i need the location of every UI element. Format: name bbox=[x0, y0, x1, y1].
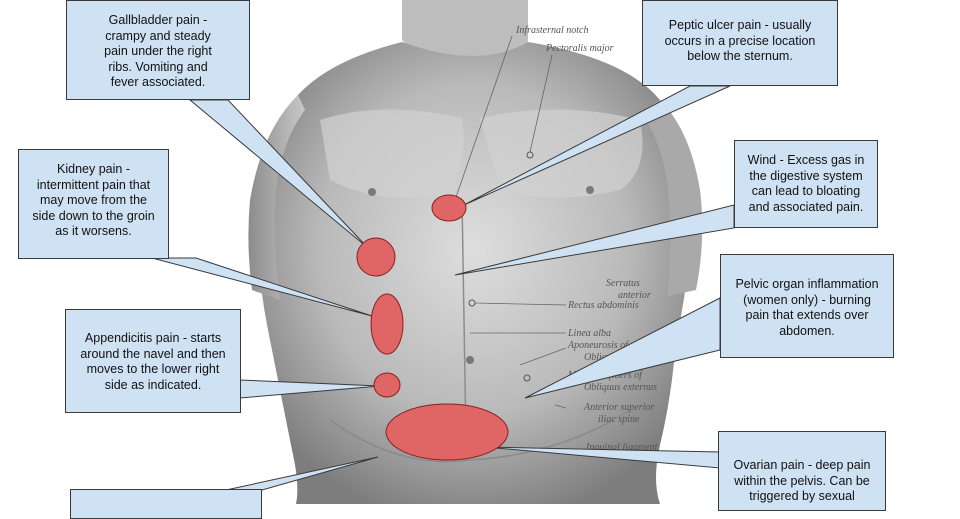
marker-ovarian-pelvic bbox=[385, 403, 509, 461]
leader-aponeurosis bbox=[519, 347, 567, 366]
label-serratus-2: anterior bbox=[618, 290, 651, 301]
label-aponeurosis-2: Obliquus bbox=[584, 352, 621, 363]
callout-wind: Wind - Excess gas in the digestive syste… bbox=[734, 140, 878, 228]
pointer-gallbladder bbox=[188, 99, 369, 249]
label-aponeurosis-1: Aponeurosis of bbox=[567, 340, 629, 351]
nipple-left bbox=[368, 188, 376, 196]
pectoral-shading bbox=[320, 109, 464, 198]
linea-alba-line bbox=[461, 199, 467, 441]
label-inguinal: Inguinal ligament bbox=[585, 442, 658, 453]
callout-ovarian: Ovarian pain - deep pain within the pelv… bbox=[718, 431, 886, 511]
callout-appendicitis: Appendicitis pain - starts around the na… bbox=[65, 309, 241, 413]
label-fibers-2: Obliquus externus bbox=[584, 382, 657, 393]
callout-kidney: Kidney pain - intermittent pain that may… bbox=[18, 149, 169, 259]
label-infrasternal-notch: Infrasternal notch bbox=[515, 25, 589, 36]
label-serratus-1: Serratus bbox=[606, 278, 640, 289]
callout-peptic-ulcer: Peptic ulcer pain - usually occurs in a … bbox=[642, 0, 838, 86]
leader-pectoralis bbox=[529, 54, 553, 153]
marker-kidney bbox=[370, 293, 404, 355]
label-rectus-abdominis: Rectus abdominis bbox=[567, 300, 639, 311]
nipple-right bbox=[586, 186, 594, 194]
label-iliac-1: Anterior superior bbox=[583, 402, 654, 413]
label-iliac-2: iliac spine bbox=[598, 414, 640, 425]
leader-iliac bbox=[554, 404, 567, 409]
marker-peptic-ulcer bbox=[431, 194, 467, 222]
pointer-peptic bbox=[463, 85, 731, 206]
pectoralis-point bbox=[526, 151, 534, 159]
pointer-kidney bbox=[151, 257, 373, 317]
left-arm bbox=[248, 95, 305, 300]
navel bbox=[466, 356, 474, 364]
marker-gallbladder bbox=[356, 237, 396, 277]
right-arm bbox=[640, 100, 703, 296]
label-linea-alba: Linea alba bbox=[567, 328, 611, 339]
anatomy-diagram: Infrasternal notch Pectoralis major Serr… bbox=[151, 0, 735, 504]
leader-rectus bbox=[474, 302, 567, 306]
fibers-point bbox=[523, 374, 531, 382]
leader-infrasternal bbox=[454, 35, 513, 201]
callout-gallbladder: Gallbladder pain - crampy and steady pai… bbox=[66, 0, 250, 100]
marker-appendix bbox=[373, 372, 401, 398]
callout-pelvic: Pelvic organ inflammation (women only) -… bbox=[720, 254, 894, 358]
rectus-point bbox=[468, 299, 476, 307]
groin-line bbox=[329, 409, 631, 463]
callout-bottom-left bbox=[70, 489, 262, 519]
label-pectoralis-major: Pectoralis major bbox=[545, 43, 614, 54]
